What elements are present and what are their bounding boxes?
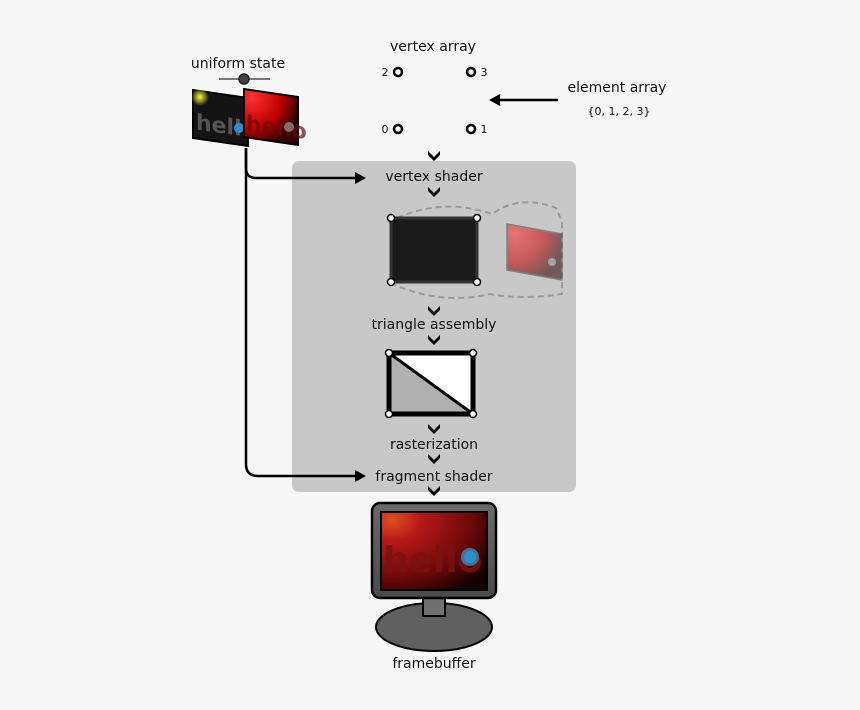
framebuffer-monitor: hello bbox=[370, 501, 498, 652]
uniform-connector bbox=[244, 148, 358, 478]
vertex-shader-label: vertex shader bbox=[385, 169, 482, 185]
rasterization-label: rasterization bbox=[390, 437, 478, 453]
triangle-assembly-shape bbox=[384, 348, 478, 419]
fragment-shader-label: fragment shader bbox=[375, 469, 492, 485]
transformed-texture-preview bbox=[506, 223, 563, 281]
svg-text:3: 3 bbox=[481, 66, 488, 79]
arrow-to-vertex-shader bbox=[355, 172, 366, 184]
uniform-state-label: uniform state bbox=[191, 56, 285, 72]
svg-text:0: 0 bbox=[382, 123, 389, 136]
triangle-assembly-label: triangle assembly bbox=[372, 317, 497, 333]
element-array-values: {0, 1, 2, 3} bbox=[588, 105, 651, 118]
uniform-texture-red: hello bbox=[243, 87, 307, 147]
vertex-array: 2 3 0 1 bbox=[382, 66, 488, 136]
vertex-0: 0 bbox=[382, 123, 404, 136]
vertex-3: 3 bbox=[465, 66, 488, 79]
vertex-2: 2 bbox=[382, 66, 404, 79]
vertex-shader-quad bbox=[386, 213, 482, 287]
svg-text:1: 1 bbox=[481, 123, 488, 136]
arrow-to-fragment-shader bbox=[355, 470, 366, 482]
flow-chevrons bbox=[428, 151, 440, 496]
framebuffer-label: framebuffer bbox=[392, 656, 476, 672]
element-array-arrow bbox=[489, 94, 558, 106]
svg-text:2: 2 bbox=[382, 66, 389, 79]
transformed-outline bbox=[387, 201, 563, 299]
vertex-1: 1 bbox=[465, 123, 488, 136]
vertex-array-label: vertex array bbox=[390, 39, 476, 55]
pipeline-panel bbox=[292, 161, 576, 492]
element-array-label: element array bbox=[568, 80, 667, 96]
uniform-slider bbox=[219, 73, 270, 85]
